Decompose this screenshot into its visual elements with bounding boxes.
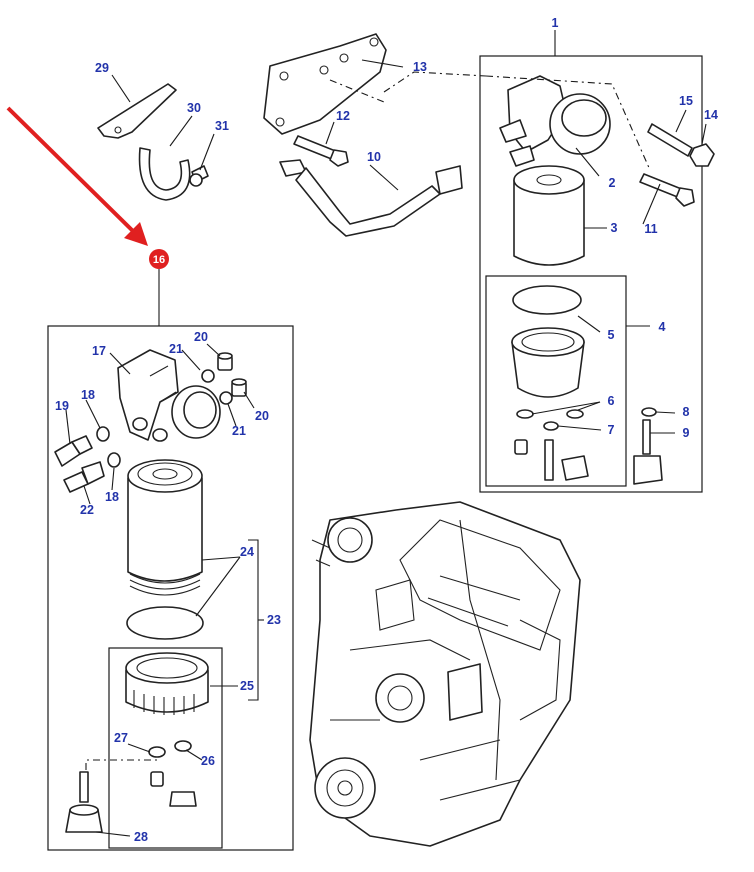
callout-12: 12	[336, 109, 350, 123]
seal-6-right[interactable]	[566, 409, 584, 419]
callout-4: 4	[659, 320, 666, 334]
callout-7: 7	[608, 423, 615, 437]
callout-17: 17	[92, 344, 106, 358]
seal-26[interactable]	[174, 740, 192, 752]
callout-23: 23	[267, 613, 281, 627]
callout-27: 27	[114, 731, 128, 745]
seal-21-bottom[interactable]	[219, 391, 233, 405]
callout-21-top: 21	[169, 342, 183, 356]
seal-27[interactable]	[148, 746, 166, 758]
callout-8: 8	[683, 405, 690, 419]
bolt-12[interactable]	[293, 135, 349, 167]
badge-16[interactable]: 16	[149, 249, 169, 269]
fuel-pipe-10[interactable]	[279, 159, 463, 237]
callout-2: 2	[609, 176, 616, 190]
water-bowl-25[interactable]	[125, 652, 209, 715]
drain-plug[interactable]	[150, 771, 197, 807]
badge-16-label: 16	[153, 254, 165, 266]
callout-21-bottom: 21	[232, 424, 246, 438]
callout-29: 29	[95, 61, 109, 75]
filter-3[interactable]	[513, 165, 585, 266]
callout-22: 22	[80, 503, 94, 517]
callout-24: 24	[240, 545, 254, 559]
callout-18-bottom: 18	[105, 490, 119, 504]
callout-15: 15	[679, 94, 693, 108]
mounting-bracket-13[interactable]	[263, 33, 387, 135]
assembly-25-box	[108, 647, 223, 849]
callout-10: 10	[367, 150, 381, 164]
plug-20-top[interactable]	[217, 352, 233, 371]
bolt-31[interactable]	[189, 165, 209, 187]
highlight-arrow	[6, 106, 148, 246]
callout-25: 25	[240, 679, 254, 693]
o-ring-24[interactable]	[126, 606, 204, 640]
callout-11: 11	[644, 222, 657, 236]
callout-14: 14	[704, 108, 718, 122]
callout-19: 19	[55, 399, 69, 413]
o-ring-5[interactable]	[512, 285, 582, 315]
filter-head-2[interactable]	[499, 75, 611, 167]
bowl-5[interactable]	[511, 327, 585, 398]
assembly-1-box	[479, 55, 703, 493]
fitting-22[interactable]	[63, 461, 105, 493]
seal-7[interactable]	[543, 421, 559, 431]
clamp-30[interactable]	[138, 147, 191, 201]
engine-illustration	[309, 501, 581, 847]
sensor-28[interactable]	[65, 771, 103, 833]
seal-18-bottom[interactable]	[107, 452, 121, 468]
assembly-4-box	[485, 275, 627, 487]
callout-5: 5	[608, 328, 615, 342]
filter-element-24[interactable]	[127, 459, 203, 596]
filter-head-17[interactable]	[117, 349, 221, 442]
assembly-16-box	[47, 325, 294, 851]
leader-lines	[65, 59, 707, 837]
callout-9: 9	[683, 426, 690, 440]
seal-6-left[interactable]	[516, 409, 534, 419]
sensor-9[interactable]	[633, 419, 663, 485]
callout-3: 3	[611, 221, 618, 235]
plug-20-bottom[interactable]	[231, 378, 247, 397]
callout-13: 13	[413, 60, 427, 74]
seal-21-top[interactable]	[201, 369, 215, 383]
seal-18-top[interactable]	[96, 426, 110, 442]
stud-15[interactable]	[647, 123, 693, 157]
callout-18-top: 18	[81, 388, 95, 402]
nut-14[interactable]	[689, 143, 715, 167]
bolt-11[interactable]	[639, 173, 695, 207]
callout-28: 28	[134, 830, 148, 844]
callout-labels: 1 2 3 4 5 6 7 8 9 10 11 12 13 14 15 17 1…	[55, 16, 718, 844]
callout-20-top: 20	[194, 330, 208, 344]
fitting-19[interactable]	[54, 435, 93, 467]
callout-20-bottom: 20	[255, 409, 269, 423]
callout-1: 1	[552, 16, 559, 30]
bracket-29[interactable]	[97, 83, 177, 139]
callout-6: 6	[608, 394, 615, 408]
seal-8[interactable]	[641, 407, 657, 417]
callout-26: 26	[201, 754, 215, 768]
callout-30: 30	[187, 101, 201, 115]
drain-screw[interactable]	[514, 439, 589, 481]
callout-31: 31	[215, 119, 229, 133]
